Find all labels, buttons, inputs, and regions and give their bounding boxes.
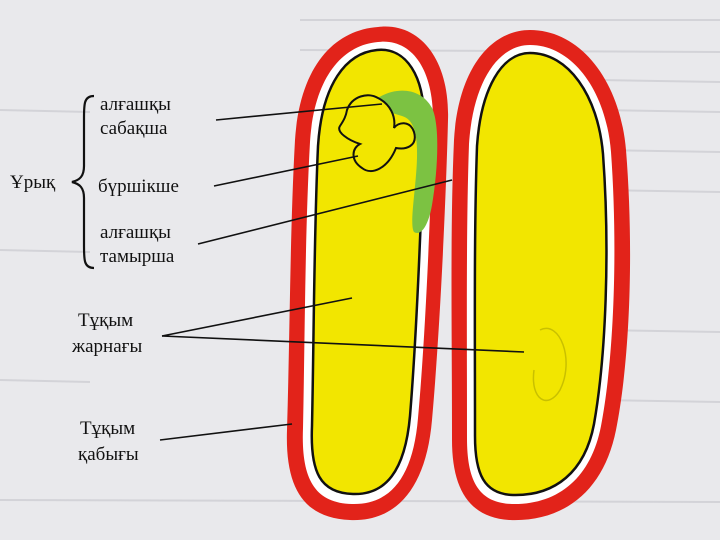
embryo-plumule — [338, 94, 416, 173]
leader-line-seed-coat — [159, 423, 293, 441]
label-stem-line1: алғашқы — [100, 94, 171, 115]
label-cotyledon-line2: жарнағы — [72, 336, 143, 357]
right-cotyledon-faint-embryo-outline — [532, 327, 567, 402]
right-seed-half — [451, 30, 631, 521]
embryo-brace — [71, 94, 95, 270]
right-cotyledon — [473, 51, 608, 497]
label-seed-coat-line2: қабығы — [78, 444, 139, 465]
label-embryo: Ұрық — [10, 172, 56, 193]
leader-line-bud — [213, 155, 359, 187]
embryo-radicle — [372, 90, 438, 233]
label-bud: бүршікше — [98, 176, 179, 197]
label-cotyledon-line1: Тұқым — [78, 310, 134, 331]
label-root-line2: тамырша — [100, 246, 175, 267]
label-stem-line2: сабақша — [100, 118, 168, 139]
leader-line-cotyledon-left — [161, 297, 353, 337]
leader-line-cotyledon-right — [161, 335, 525, 353]
label-seed-coat-line1: Тұқым — [80, 418, 136, 439]
leader-line-stem — [215, 103, 383, 121]
leader-line-root — [197, 179, 453, 245]
label-root-line1: алғашқы — [100, 222, 171, 243]
leader-lines — [159, 103, 525, 441]
left-seed-half — [286, 26, 449, 521]
